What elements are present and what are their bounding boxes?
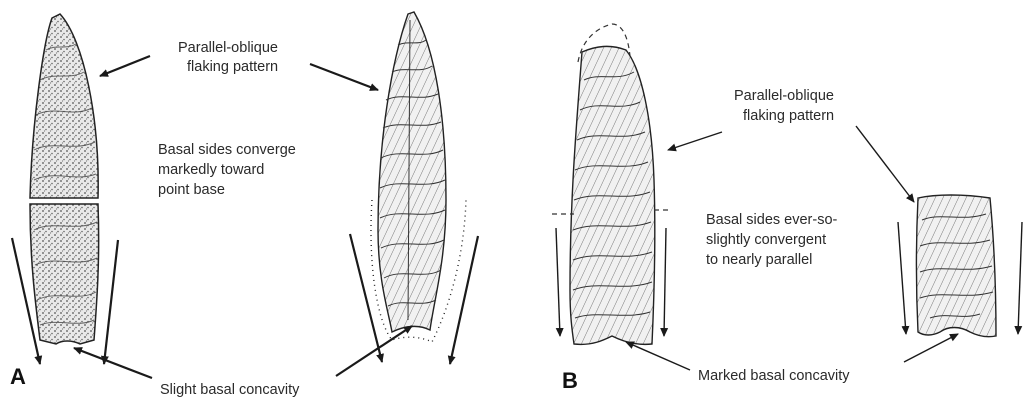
panel-letter-a: A <box>10 364 26 389</box>
arrow-flaking-b2 <box>856 126 914 202</box>
arrow-side-b-left <box>556 228 560 336</box>
arrow-side-a-right <box>104 240 118 364</box>
label-flaking-a: Parallel-oblique flaking pattern <box>178 40 282 75</box>
label-basal-sides-b: Basal sides ever-so- slightly convergent… <box>706 212 841 268</box>
arrow-concavity-b2 <box>904 334 958 362</box>
panel-letter-b: B <box>562 368 578 393</box>
arrow-side-a-outline-left <box>350 234 382 362</box>
panel-a: Parallel-oblique flaking pattern Basal s… <box>10 12 478 398</box>
label-flaking-b: Parallel-oblique flaking pattern <box>734 88 838 124</box>
arrow-flaking-a1 <box>100 56 150 76</box>
arrow-flaking-a2 <box>310 64 378 90</box>
arrow-side-a-outline-right <box>450 236 478 364</box>
outline-point <box>378 12 446 332</box>
arrow-concavity-b1 <box>626 342 690 370</box>
label-concavity-a: Slight basal concavity <box>160 382 300 398</box>
stippled-point-upper <box>30 14 98 198</box>
label-basal-sides-a: Basal sides converge markedly toward poi… <box>158 142 300 198</box>
arrow-side-b-frag-left <box>898 222 906 334</box>
panel-b: Parallel-oblique flaking pattern Basal s… <box>552 24 1022 393</box>
arrow-side-b-right <box>664 228 666 336</box>
hatched-point <box>570 46 655 344</box>
arrow-flaking-b1 <box>668 132 722 150</box>
arrow-side-b-frag-right <box>1018 222 1022 334</box>
label-concavity-b: Marked basal concavity <box>698 368 850 384</box>
basal-fragment <box>917 195 997 337</box>
arrow-concavity-a1 <box>74 348 152 378</box>
